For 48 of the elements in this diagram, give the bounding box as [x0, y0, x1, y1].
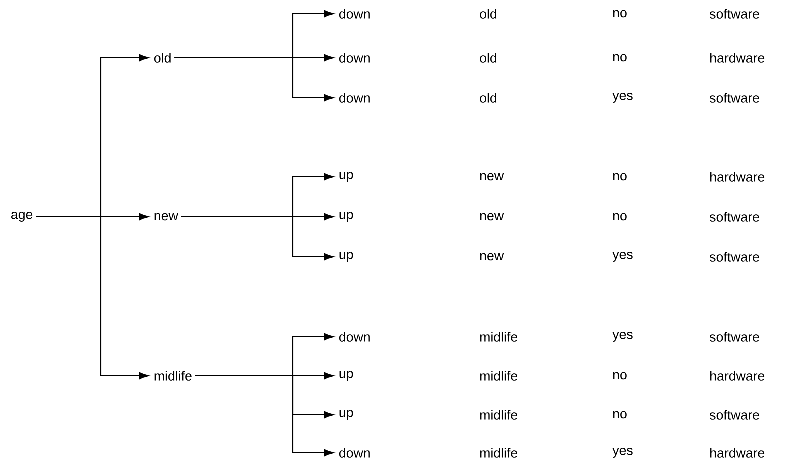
table-cell: no: [613, 213, 627, 221]
node-label: up: [340, 252, 354, 262]
node-label: up: [340, 172, 354, 182]
node-label: old: [154, 53, 171, 63]
node-label: down: [340, 93, 370, 103]
table-cell: midlife: [480, 448, 518, 458]
table-cell: no: [613, 411, 627, 419]
node-label: age: [12, 212, 33, 222]
arrow: [174, 57, 334, 102]
table-cell: hardware: [710, 172, 765, 182]
node-label: down: [340, 332, 370, 342]
table-cell: hardware: [710, 371, 765, 381]
arrow: [36, 216, 150, 380]
table-cell: midlife: [480, 371, 518, 381]
node-label: down: [340, 53, 370, 63]
table-cell: software: [710, 9, 760, 19]
arrow: [181, 216, 334, 261]
node-label: down: [340, 448, 370, 458]
node-label: down: [340, 9, 370, 19]
table-cell: old: [480, 93, 497, 103]
table-cell: software: [710, 93, 760, 103]
table-cell: hardware: [710, 448, 765, 458]
table-cell: yes: [612, 448, 633, 458]
table-cell: no: [613, 10, 627, 18]
table-cell: software: [710, 332, 760, 342]
table-cell: old: [480, 53, 497, 63]
arrow: [195, 375, 334, 457]
table-cell: no: [613, 372, 627, 380]
table-cell: new: [480, 213, 504, 221]
table-cell: no: [613, 173, 627, 181]
table-cell: old: [480, 9, 497, 19]
table-cell: software: [710, 212, 760, 222]
table-cell: no: [613, 54, 627, 62]
node-label: new: [154, 213, 178, 221]
table-cell: midlife: [480, 332, 518, 342]
table-cell: new: [480, 253, 504, 261]
table-cell: yes: [612, 93, 633, 103]
table-cell: software: [710, 410, 760, 420]
node-label: midlife: [154, 371, 192, 381]
node-label: up: [340, 371, 354, 381]
table-cell: yes: [612, 332, 633, 342]
table-cell: new: [480, 173, 504, 181]
table-cell: yes: [612, 252, 633, 262]
node-label: up: [340, 212, 354, 222]
table-cell: midlife: [480, 410, 518, 420]
table-cell: hardware: [710, 53, 765, 63]
node-label: up: [340, 410, 354, 420]
table-cell: software: [710, 252, 760, 262]
